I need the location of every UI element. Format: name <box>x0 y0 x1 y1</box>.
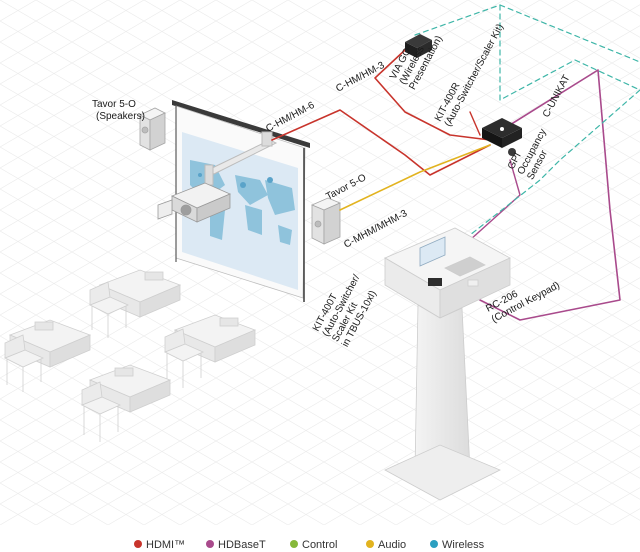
wireless-link-2 <box>499 4 640 101</box>
legend-label-hdbaset: HDBaseT <box>218 539 266 551</box>
legend-dot-wireless <box>430 540 438 548</box>
legend-dot-hdmi <box>134 540 142 548</box>
wireless-link-3 <box>469 89 640 236</box>
floor-grid <box>0 0 640 525</box>
speaker-left-icon <box>139 107 166 151</box>
legend: HDMI™ HDBaseT Control Audio Wireless <box>134 539 485 551</box>
cable-audio <box>339 144 491 211</box>
gpi-occupancy-sensor-icon <box>508 148 516 156</box>
speaker-right-icon <box>310 197 342 245</box>
legend-label-audio: Audio <box>378 539 406 551</box>
via-go-device <box>405 34 432 58</box>
cable-hdmi-c-hm-hm-3 <box>374 49 491 141</box>
rc-206-keypad <box>467 279 479 287</box>
cables <box>271 4 640 321</box>
legend-label-hdmi: HDMI™ <box>146 539 185 551</box>
kit-400r-device <box>482 118 522 148</box>
legend-dot-control <box>290 540 298 548</box>
legend-dot-audio <box>366 540 374 548</box>
legend-label-wireless: Wireless <box>442 539 485 551</box>
classroom-furniture <box>4 269 257 442</box>
legend-label-control: Control <box>302 539 337 551</box>
kit-400t-device <box>428 278 442 286</box>
cable-hdmi-c-hm-hm-6 <box>271 109 491 176</box>
label-speakers-left: Tavor 5-O (Speakers) <box>92 99 145 122</box>
cable-hdbaset-c-unikat <box>479 69 621 321</box>
legend-dot-hdbaset <box>206 540 214 548</box>
projector <box>157 182 232 223</box>
podium <box>384 227 511 501</box>
